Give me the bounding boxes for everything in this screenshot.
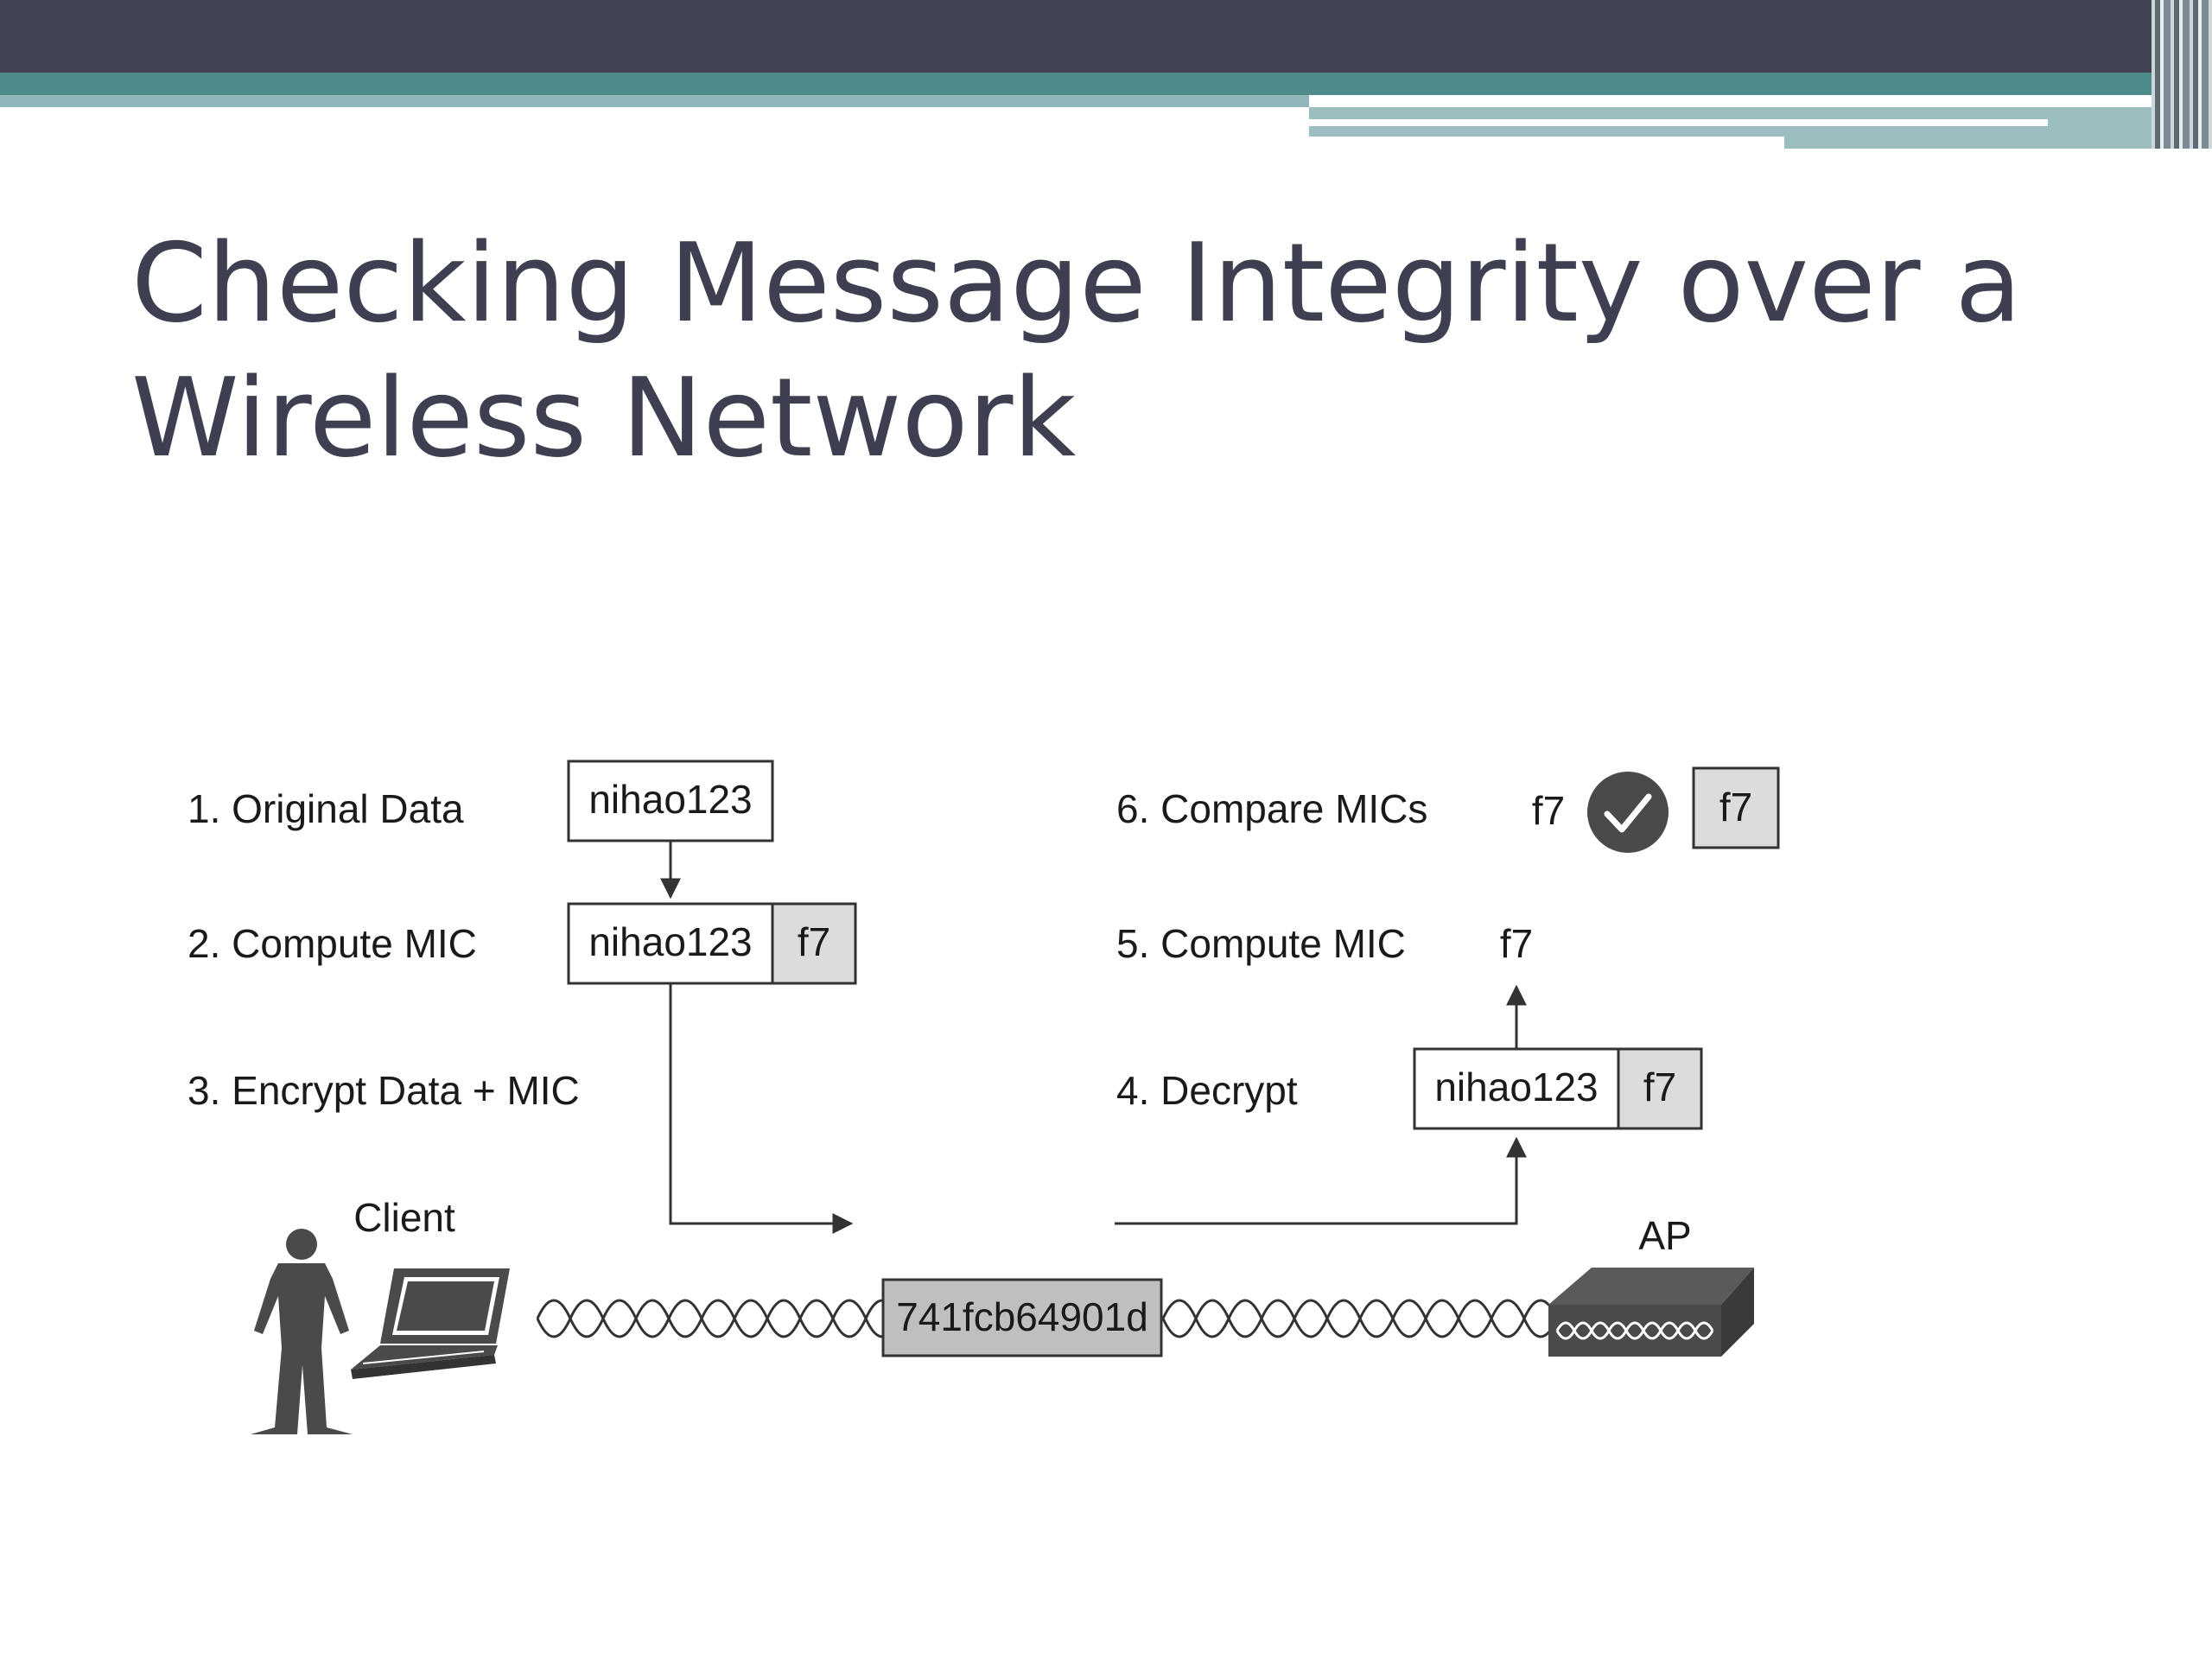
slide-header-accent-line	[1309, 119, 2048, 126]
computed-data-value: nihao123	[588, 919, 752, 964]
recomputed-mic-value: f7	[1500, 921, 1533, 966]
computed-mic-box	[771, 902, 857, 985]
compare-mic-box	[1692, 766, 1780, 849]
arrow-to-decrypt	[1115, 1136, 1527, 1225]
compare-mic-right: f7	[1719, 785, 1752, 830]
slide-title-line: Checking Message Integrity over a	[131, 219, 2022, 346]
laptop-icon	[351, 1268, 510, 1379]
slide-title: Checking Message Integrity over a Wirele…	[131, 216, 2032, 486]
slide-title-line: Wireless Network	[131, 354, 1077, 481]
slide-header-accent-line	[1309, 137, 1784, 149]
step-3-label: 3. Encrypt Data + MIC	[188, 1068, 580, 1113]
original-data-value: nihao123	[588, 777, 752, 822]
slide-header-bar	[0, 0, 2212, 73]
wireless-signal-left	[536, 1299, 900, 1338]
step-2-label: 2. Compute MIC	[188, 921, 477, 966]
access-point-icon	[1548, 1268, 1754, 1357]
computed-mic-value: f7	[798, 919, 830, 964]
original-data-box	[567, 760, 774, 842]
slide-header-accent	[0, 73, 2186, 95]
wireless-signal-right	[1161, 1299, 1624, 1338]
step-1-label: 1. Original Data	[188, 786, 464, 831]
slide-header-edge	[2152, 0, 2212, 149]
slide-header-accent-light	[0, 95, 1309, 107]
decrypted-data-box	[1413, 1047, 1620, 1130]
client-label: Client	[353, 1195, 455, 1240]
decrypted-mic-box	[1617, 1047, 1703, 1130]
decrypted-data-value: nihao123	[1434, 1065, 1598, 1109]
step-4-label: 4. Decrypt	[1116, 1068, 1298, 1113]
arrow-to-encryption	[669, 983, 854, 1234]
compare-mic-left: f7	[1532, 788, 1565, 833]
wireless-signal-left	[536, 1299, 900, 1338]
step-6-label: 6. Compare MICs	[1116, 786, 1427, 831]
decrypted-mic-value: f7	[1643, 1065, 1676, 1109]
match-check-icon	[1587, 772, 1669, 853]
person-icon	[251, 1229, 353, 1434]
match-check-mark	[1604, 793, 1652, 833]
ciphertext-value: 741fcb64901d	[896, 1294, 1148, 1339]
ap-label: AP	[1638, 1213, 1691, 1258]
ciphertext-box	[881, 1278, 1163, 1357]
step-5-label: 5. Compute MIC	[1116, 921, 1406, 966]
